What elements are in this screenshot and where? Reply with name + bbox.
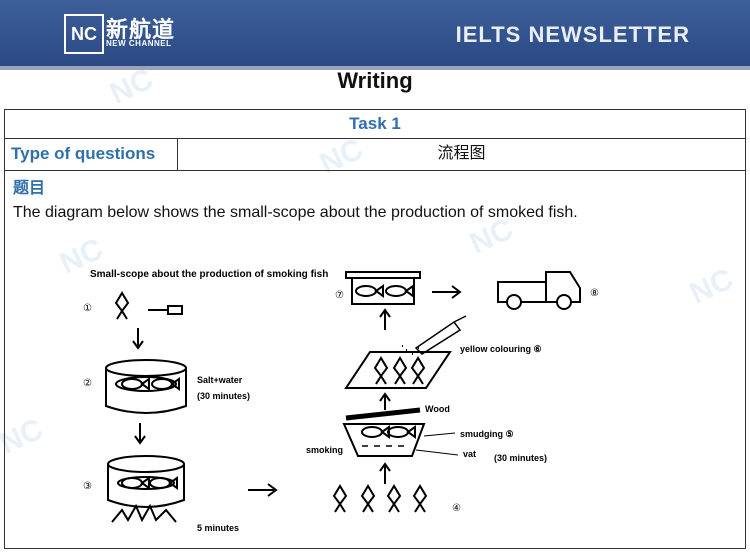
fish-icon bbox=[333, 485, 347, 513]
smoking-label: smoking bbox=[306, 445, 343, 455]
logo-chinese-name: 新航道 bbox=[106, 17, 176, 42]
salt-water-label: Salt+water bbox=[197, 375, 243, 385]
wood-icon bbox=[345, 407, 421, 421]
arrow-down-icon bbox=[132, 328, 144, 350]
diagram-title: Small-scope about the production of smok… bbox=[90, 269, 328, 280]
packing-box-icon bbox=[351, 277, 415, 305]
question-text: The diagram below shows the small-scope … bbox=[13, 204, 578, 221]
header-divider bbox=[0, 66, 750, 70]
fire-icon bbox=[111, 503, 177, 523]
syringe-icon bbox=[414, 315, 467, 355]
task-table: Task 1 Type of questions 流程图 题目 The diag… bbox=[4, 109, 746, 549]
step-4-number: ④ bbox=[452, 503, 461, 514]
cell-divider bbox=[177, 138, 178, 170]
five-minutes-label: 5 minutes bbox=[197, 523, 239, 533]
arrow-right-icon bbox=[248, 483, 278, 497]
step-2-number: ② bbox=[83, 378, 92, 389]
step-8-number: ⑧ bbox=[590, 288, 599, 299]
logo-mark: NC bbox=[64, 14, 104, 54]
section-title: Writing bbox=[337, 68, 413, 93]
arrow-up-icon bbox=[379, 392, 391, 410]
question-type-value: 流程图 bbox=[437, 145, 486, 162]
duration-label: (30 minutes) bbox=[494, 453, 547, 463]
truck-icon bbox=[497, 281, 547, 303]
arrow-up-icon bbox=[379, 308, 391, 330]
question-type-label: Type of questions bbox=[11, 144, 156, 163]
arrow-down-icon bbox=[134, 423, 146, 445]
question-heading: 题目 bbox=[13, 180, 46, 197]
smudging-label: smudging ⑤ bbox=[460, 429, 514, 439]
step-1-number: ① bbox=[83, 303, 92, 314]
salt-water-tub-icon bbox=[105, 359, 187, 377]
header-banner: NC 新航道 NEW CHANNEL IELTS NEWSLETTER bbox=[0, 0, 750, 66]
smoking-vat-icon bbox=[342, 423, 426, 457]
logo-english-name: NEW CHANNEL bbox=[106, 39, 172, 48]
dye-drops-icon bbox=[398, 345, 419, 355]
colouring-tray-icon bbox=[344, 351, 452, 389]
newsletter-title: IELTS NEWSLETTER bbox=[455, 22, 690, 47]
arrow-up-icon bbox=[379, 462, 391, 484]
wood-label: Wood bbox=[425, 404, 450, 414]
arrow-right-icon bbox=[432, 285, 462, 299]
duration-label: (30 minutes) bbox=[197, 391, 250, 401]
step-7-number: ⑦ bbox=[335, 290, 344, 301]
task-heading: Task 1 bbox=[5, 110, 745, 139]
heated-tub-icon bbox=[107, 455, 185, 473]
fish-icon bbox=[115, 292, 129, 320]
step-3-number: ③ bbox=[83, 481, 92, 492]
yellow-colouring-label: yellow colouring ⑥ bbox=[460, 344, 542, 354]
question-type-row: Type of questions 流程图 bbox=[5, 138, 745, 171]
vat-label: vat bbox=[463, 449, 476, 459]
knife-icon bbox=[148, 305, 183, 315]
